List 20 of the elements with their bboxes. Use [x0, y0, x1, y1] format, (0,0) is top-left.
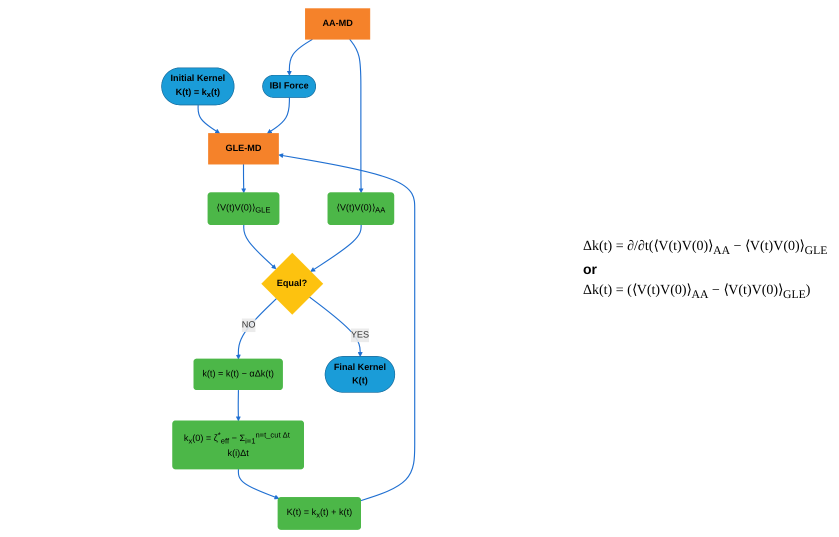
formula: Δk(t) = (⟨V(t)V(0)⟩$_{AA}$ − ⟨V(t)V(0)⟩$_{GLE}$) — [583, 282, 812, 300]
arrow — [267, 97, 290, 134]
node-diamond: Equal? — [262, 252, 324, 314]
arrow — [238, 468, 280, 499]
arrow — [242, 164, 247, 193]
arrow — [309, 296, 364, 356]
edge-label: NO — [242, 320, 256, 330]
arrow — [350, 38, 364, 193]
edge-label: YES — [351, 330, 370, 340]
arrow — [278, 152, 416, 501]
arrow — [236, 390, 242, 421]
arrow — [287, 38, 314, 76]
formula: Δk(t) = ∂/∂t(⟨V(t)V(0)⟩$_{AA}$ − ⟨V(t)V(0)⟩$_{GLE}$ — [583, 238, 828, 256]
arrow — [198, 104, 220, 134]
node-box: GLE-MD — [208, 132, 280, 164]
arrow — [244, 224, 277, 269]
arrow — [310, 224, 362, 272]
connector-word: or — [583, 260, 598, 276]
node-box: AA-MD — [305, 8, 371, 40]
arrow — [236, 298, 278, 360]
